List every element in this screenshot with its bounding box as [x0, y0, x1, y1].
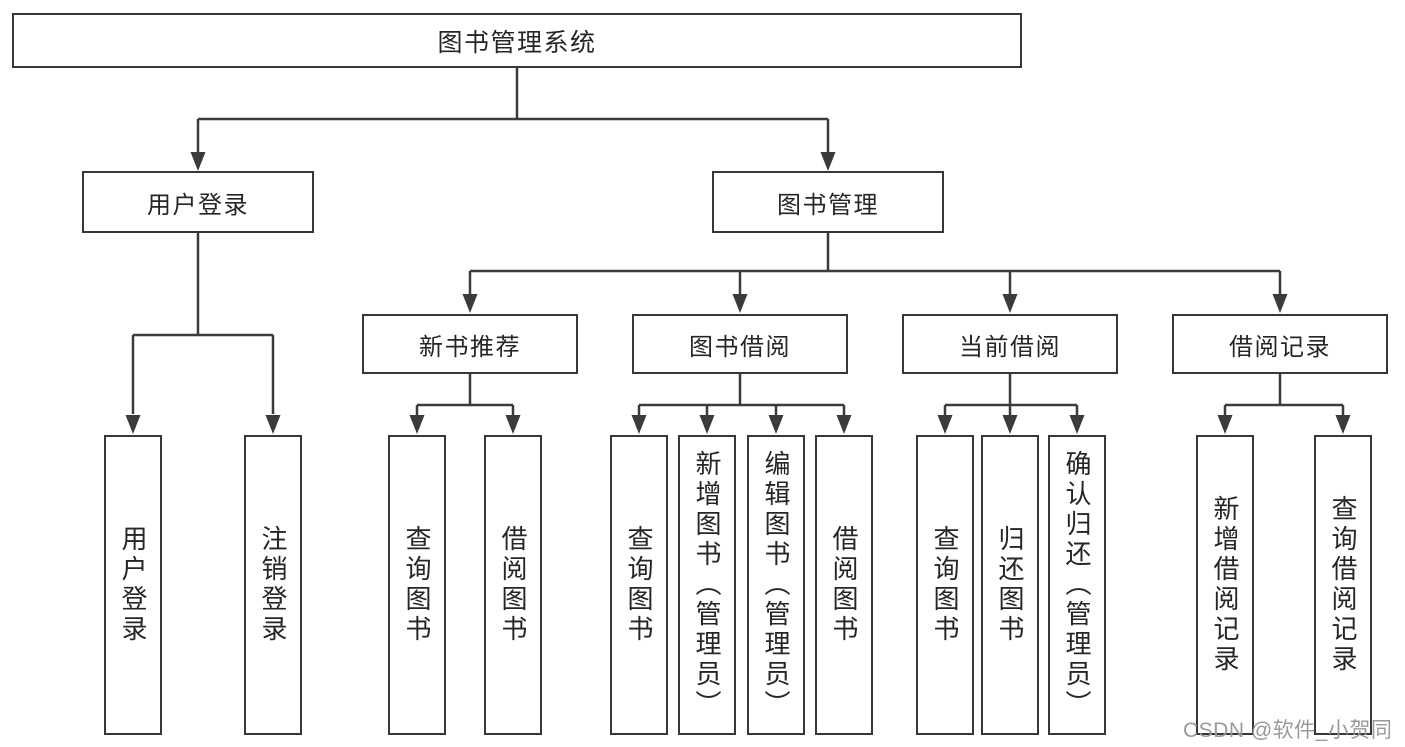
connector-borrow-records-children [1217, 374, 1351, 434]
leaf-user-login: 用户登录 [104, 435, 162, 735]
node-new-book-recommend: 新书推荐 [362, 314, 578, 374]
node-root: 图书管理系统 [12, 13, 1022, 68]
leaf-query-borrow-record: 查询借阅记录 [1314, 435, 1372, 735]
leaf-borrow-books-recommend: 借阅图书 [484, 435, 542, 735]
connector-current-borrow-children [937, 374, 1085, 434]
node-user-login: 用户登录 [82, 171, 314, 233]
connector-book-management-children [462, 233, 1288, 313]
node-book-borrow: 图书借阅 [632, 314, 848, 374]
leaf-logout: 注销登录 [244, 435, 302, 735]
leaf-edit-book-admin: 编辑图书（管理员） [747, 435, 805, 735]
node-current-borrow: 当前借阅 [902, 314, 1118, 374]
watermark: CSDN @软件_小贺同学 [1183, 719, 1393, 742]
leaf-query-books-current: 查询图书 [916, 435, 974, 735]
connector-new-book-recommend-children [409, 374, 521, 434]
connector-user-login-children [125, 233, 281, 434]
leaf-add-borrow-record: 新增借阅记录 [1196, 435, 1254, 735]
leaf-return-book: 归还图书 [981, 435, 1039, 735]
leaf-confirm-return-admin: 确认归还（管理员） [1048, 435, 1106, 735]
node-book-management: 图书管理 [712, 171, 944, 233]
leaf-add-book-admin: 新增图书（管理员） [678, 435, 736, 735]
leaf-borrow-books: 借阅图书 [815, 435, 873, 735]
node-borrow-records: 借阅记录 [1172, 314, 1388, 374]
connector-book-borrow-children [631, 374, 852, 434]
leaf-query-books-recommend: 查询图书 [388, 435, 446, 735]
leaf-query-books-borrow: 查询图书 [610, 435, 668, 735]
connector-root-to-level2 [190, 68, 836, 171]
